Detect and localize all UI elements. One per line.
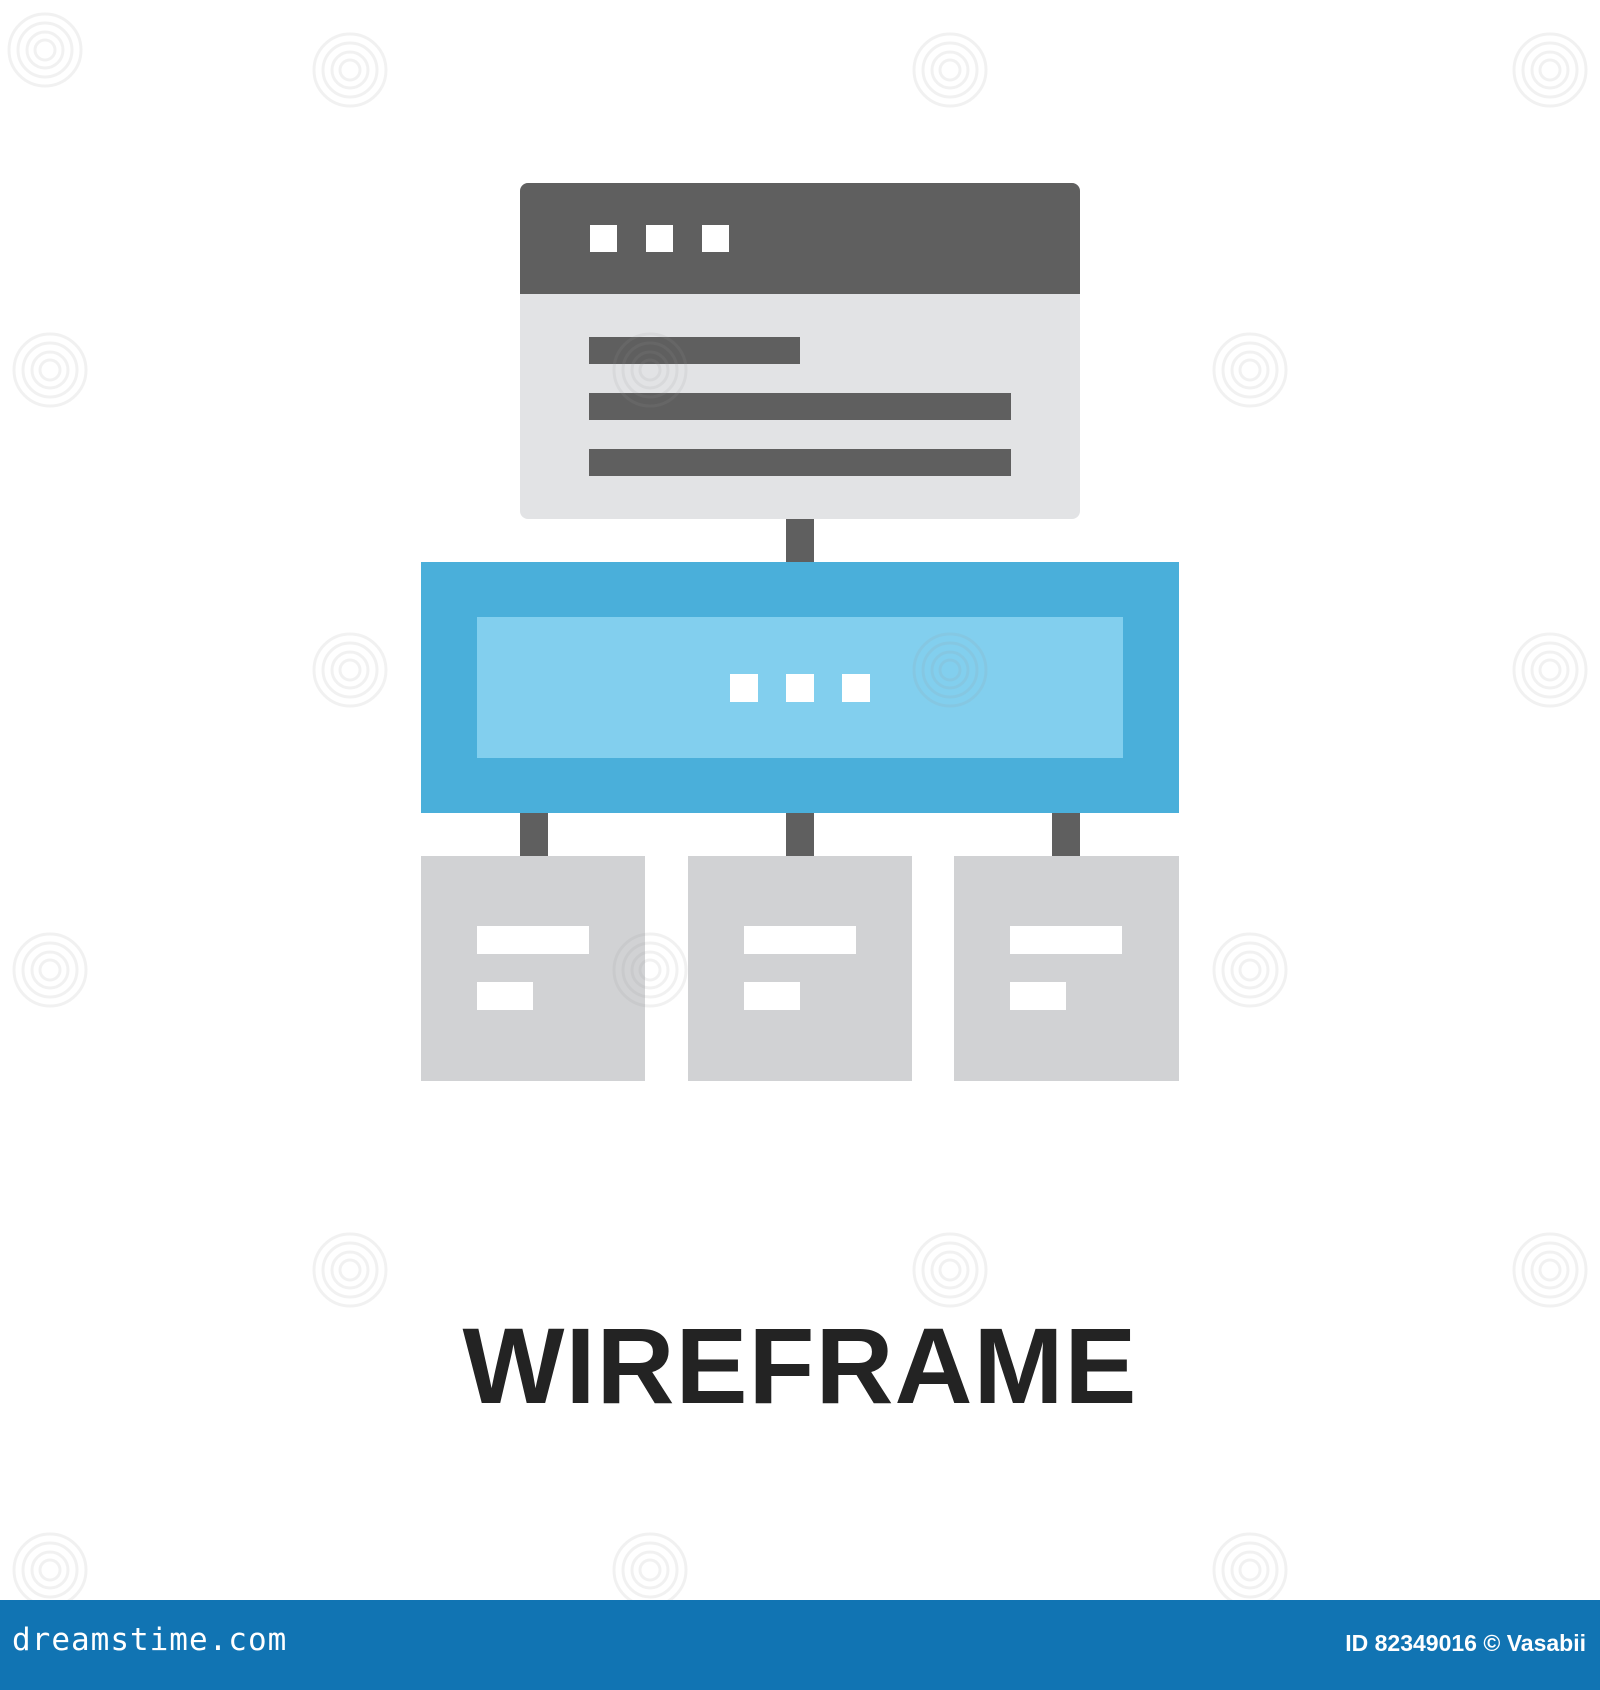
footer-brand[interactable]: dreamstime.com	[12, 1622, 288, 1658]
connector-middle	[786, 813, 814, 856]
window-dot-3	[702, 225, 729, 252]
text-line-1	[589, 337, 800, 364]
image-id: ID 82349016	[1345, 1630, 1477, 1656]
connector-right	[1052, 813, 1080, 856]
text-line-2	[589, 393, 1011, 420]
block-line-long	[477, 926, 589, 954]
text-line-3	[589, 449, 1011, 476]
block-line-short	[477, 982, 533, 1010]
content-block-right	[954, 856, 1179, 1081]
content-block-left	[421, 856, 645, 1081]
panel-dot-1	[730, 674, 758, 702]
connector-top	[786, 519, 814, 562]
author-credit: © Vasabii	[1483, 1630, 1586, 1656]
connector-left	[520, 813, 548, 856]
window-dot-1	[590, 225, 617, 252]
footer-credit: ID 82349016 © Vasabii	[1345, 1630, 1586, 1657]
block-body	[688, 856, 912, 1081]
block-body	[421, 856, 645, 1081]
header-panel	[421, 562, 1179, 813]
block-line-long	[744, 926, 856, 954]
icon-stage: WIREFRAME	[7, 12, 1588, 1600]
block-line-short	[744, 982, 800, 1010]
block-line-short	[1010, 982, 1066, 1010]
block-line-long	[1010, 926, 1122, 954]
panel-dot-2	[786, 674, 814, 702]
wireframe-icon	[421, 183, 1179, 1081]
browser-window-titlebar	[520, 183, 1080, 294]
block-body	[954, 856, 1179, 1081]
browser-window	[520, 183, 1080, 519]
footer-bar: dreamstime.com ID 82349016 © Vasabii	[0, 1600, 1600, 1690]
caption-title: WIREFRAME	[462, 1305, 1138, 1426]
content-block-middle	[688, 856, 912, 1081]
panel-dot-3	[842, 674, 870, 702]
window-dot-2	[646, 225, 673, 252]
